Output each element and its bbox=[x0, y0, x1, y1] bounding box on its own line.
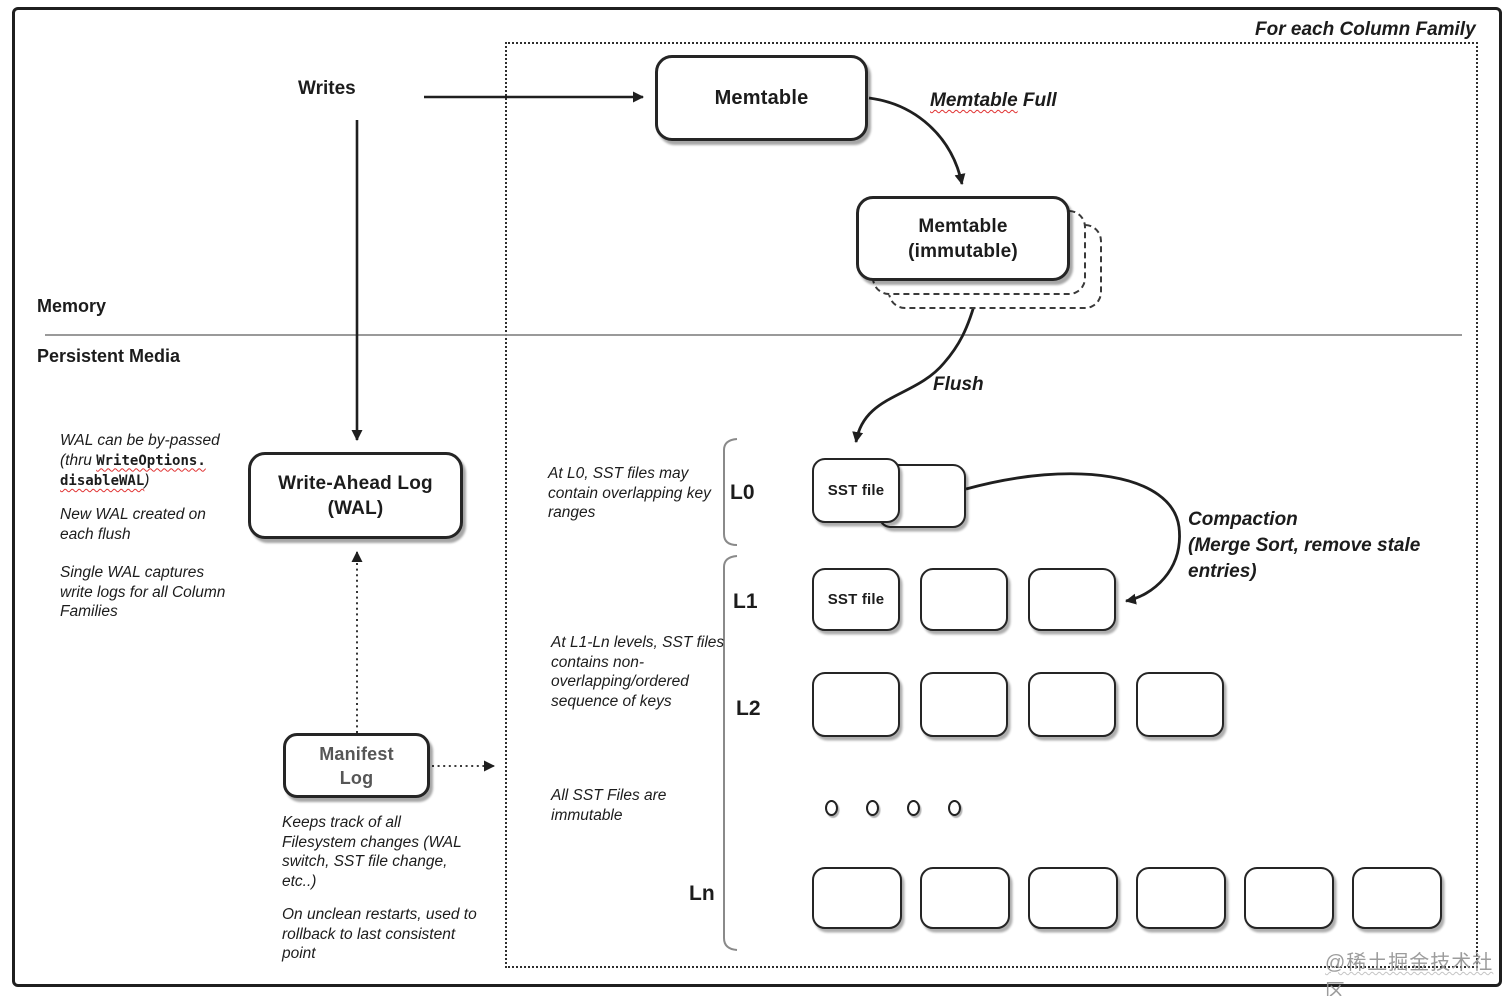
manifest-rollback-line3: point bbox=[282, 945, 316, 962]
l0-note: At L0, SST files may contain overlapping… bbox=[548, 464, 711, 523]
immutable-sst-line1: All SST Files are bbox=[551, 787, 667, 804]
compaction-line1: Compaction bbox=[1188, 509, 1298, 530]
new-wal-note: New WAL created on each flush bbox=[60, 505, 206, 544]
ellipsis-dot-4 bbox=[948, 800, 961, 816]
immutable-memtable-node: Memtable (immutable) bbox=[856, 196, 1070, 281]
compaction-line2: (Merge Sort, remove stale bbox=[1188, 535, 1421, 556]
memtable-full-label: Memtable Full bbox=[930, 90, 1057, 112]
l0-note-line1: At L0, SST files may bbox=[548, 465, 689, 482]
wal-bypass-note: WAL can be by-passed (thru WriteOptions.… bbox=[60, 431, 220, 492]
immutable-sst-line2: immutable bbox=[551, 806, 623, 824]
l0-note-line3: ranges bbox=[548, 504, 596, 521]
region-title: For each Column Family bbox=[1255, 19, 1476, 40]
single-wal-line1: Single WAL captures bbox=[60, 564, 205, 581]
l1-ln-bracket bbox=[723, 555, 738, 951]
memtable-label: Memtable bbox=[714, 87, 809, 109]
l1-ln-note-line4: sequence of keys bbox=[551, 692, 672, 710]
ln-sst-box-3 bbox=[1028, 867, 1118, 929]
writes-label: Writes bbox=[298, 78, 356, 99]
wal-bypass-line1: WAL can be by-passed bbox=[60, 432, 220, 449]
ellipsis-dot-2 bbox=[866, 800, 879, 816]
l2-sst-box-2 bbox=[920, 672, 1008, 737]
manifest-label-line1: Manifest bbox=[319, 743, 394, 764]
single-wal-line3: Families bbox=[60, 603, 118, 620]
persistent-media-section-label: Persistent Media bbox=[37, 346, 181, 366]
manifest-rollback-line2: rollback to last consistent bbox=[282, 925, 456, 943]
memtable-full-rest: Full bbox=[1017, 90, 1057, 111]
wal-bypass-prefix: (thru bbox=[60, 451, 97, 469]
wal-label-line1: Write-Ahead Log bbox=[278, 472, 433, 494]
watermark: @稀土掘金技术社区 bbox=[1325, 952, 1494, 996]
manifest-track-note: Keeps track of all Filesystem changes (W… bbox=[282, 813, 462, 891]
l0-sst-box-front: SST file bbox=[812, 458, 900, 523]
ln-sst-box-5 bbox=[1244, 867, 1334, 929]
wal-bypass-line3: disableWAL) bbox=[60, 471, 220, 492]
manifest-track-line4: etc..) bbox=[282, 872, 317, 890]
new-wal-line1: New WAL created on bbox=[60, 506, 206, 523]
wal-node: Write-Ahead Log (WAL) bbox=[248, 452, 463, 539]
wal-bypass-line2: (thru WriteOptions. bbox=[60, 451, 220, 472]
flush-label: Flush bbox=[933, 374, 984, 395]
l1-sst-box-2 bbox=[920, 568, 1008, 631]
level-ln-label: Ln bbox=[689, 882, 715, 905]
l0-note-line2: contain overlapping key bbox=[548, 484, 711, 502]
immutable-memtable-label-line2: (immutable) bbox=[908, 240, 1018, 262]
manifest-track-line2: Filesystem changes (WAL bbox=[282, 833, 462, 851]
ln-sst-box-4 bbox=[1136, 867, 1226, 929]
compaction-arrow bbox=[965, 472, 1181, 605]
new-wal-line2: each flush bbox=[60, 525, 131, 543]
compaction-label: Compaction (Merge Sort, remove stale ent… bbox=[1188, 507, 1420, 585]
manifest-label-line2: Log bbox=[339, 767, 374, 788]
l0-sst-file-label: SST file bbox=[827, 482, 885, 499]
memtable-full-arrow bbox=[868, 96, 966, 185]
flush-arrow bbox=[852, 294, 979, 443]
immutable-memtable-label-line1: Memtable bbox=[918, 215, 1008, 237]
single-wal-note: Single WAL captures write logs for all C… bbox=[60, 563, 225, 622]
level-l2-label: L2 bbox=[736, 697, 761, 720]
l1-sst-box-3 bbox=[1028, 568, 1116, 631]
wal-label-line2: (WAL) bbox=[327, 497, 384, 519]
manifest-track-line3: switch, SST file change, bbox=[282, 853, 448, 870]
memtable-full-word: Memtable bbox=[930, 90, 1018, 111]
level-l1-label: L1 bbox=[733, 590, 758, 613]
l1-sst-file-label: SST file bbox=[827, 591, 885, 608]
ellipsis-dot-3 bbox=[907, 800, 920, 816]
ln-sst-box-6 bbox=[1352, 867, 1442, 929]
compaction-line3: entries) bbox=[1188, 561, 1257, 582]
l2-sst-box-1 bbox=[812, 672, 900, 737]
l2-sst-box-3 bbox=[1028, 672, 1116, 737]
ln-sst-box-1 bbox=[812, 867, 902, 929]
single-wal-line2: write logs for all Column bbox=[60, 583, 226, 601]
level-l0-label: L0 bbox=[730, 481, 755, 504]
l1-ln-note-line3: overlapping/ordered bbox=[551, 673, 689, 690]
l0-bracket bbox=[723, 438, 738, 546]
manifest-track-line1: Keeps track of all bbox=[282, 814, 401, 831]
memory-section-label: Memory bbox=[37, 296, 107, 316]
manifest-rollback-note: On unclean restarts, used to rollback to… bbox=[282, 905, 477, 964]
immutable-sst-note: All SST Files are immutable bbox=[551, 786, 666, 825]
column-family-region bbox=[505, 42, 1478, 968]
wal-bypass-code2: disableWAL bbox=[60, 473, 145, 489]
manifest-rollback-line1: On unclean restarts, used to bbox=[282, 906, 477, 923]
wal-bypass-suffix: ) bbox=[144, 472, 150, 489]
manifest-log-node: Manifest Log bbox=[283, 733, 430, 798]
l1-ln-note-line1: At L1-Ln levels, SST files bbox=[551, 634, 725, 651]
memtable-node: Memtable bbox=[655, 55, 868, 141]
ellipsis-dot-1 bbox=[825, 800, 838, 816]
wal-bypass-code1: WriteOptions. bbox=[96, 452, 206, 469]
l1-sst-box-1: SST file bbox=[812, 568, 900, 631]
ln-sst-box-2 bbox=[920, 867, 1010, 929]
l1-ln-note-line2: contains non- bbox=[551, 653, 645, 671]
l1-ln-note: At L1-Ln levels, SST files contains non-… bbox=[551, 633, 724, 711]
l2-sst-box-4 bbox=[1136, 672, 1224, 737]
